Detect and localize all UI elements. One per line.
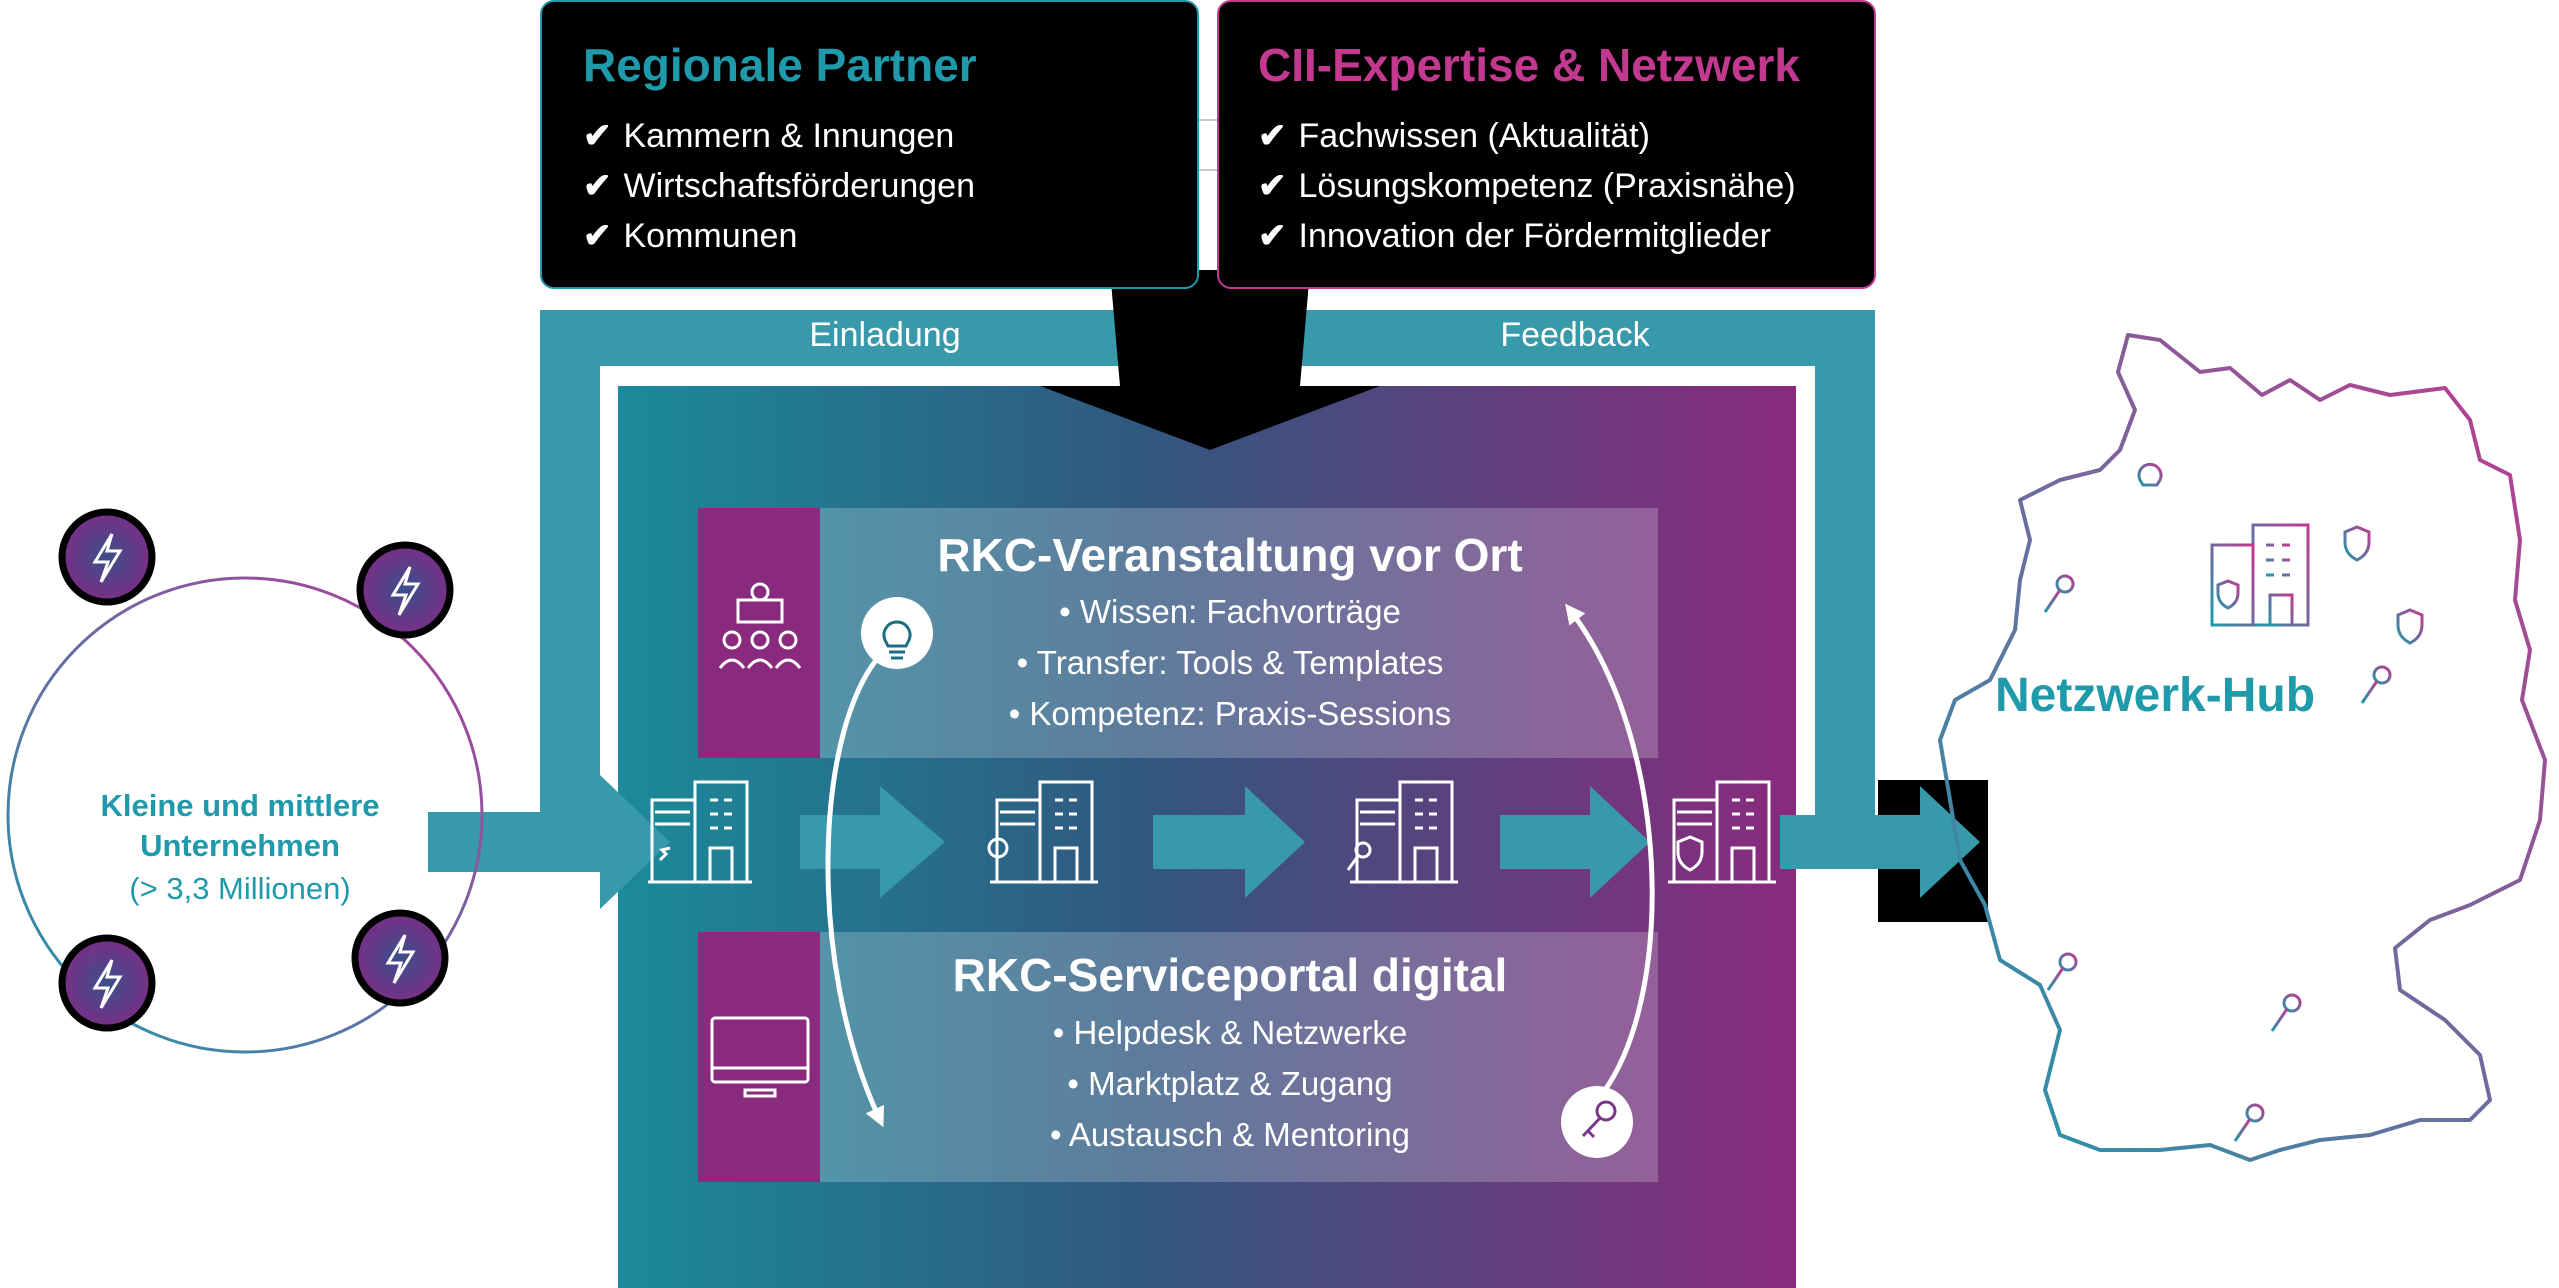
cycle-arrow-down xyxy=(825,648,887,1128)
cii-item-3: ✔Innovation der Fördermitglieder xyxy=(1258,217,1771,255)
map-shield-icon-2 xyxy=(2396,608,2424,645)
check-icon: ✔ xyxy=(583,217,612,255)
lightning-icon-4 xyxy=(351,909,449,1007)
map-key-icon-2 xyxy=(2360,665,2392,704)
map-key-icon-5 xyxy=(2233,1103,2265,1142)
building-icon-3 xyxy=(1346,780,1458,884)
building-icon-1 xyxy=(648,780,752,884)
building-icon-2 xyxy=(987,780,1098,884)
cycle-arrow-up xyxy=(1565,603,1655,1092)
regional-partner-box xyxy=(540,0,1199,289)
portal-bullet-3: • Austausch & Mentoring xyxy=(1049,1116,1411,1153)
check-icon: ✔ xyxy=(1258,117,1287,155)
flow-arrow-1 xyxy=(800,786,945,898)
event-bullet-2: • Transfer: Tools & Templates xyxy=(1016,644,1444,681)
regional-item-3: ✔Kommunen xyxy=(583,217,798,255)
sme-title-line2: Unternehmen xyxy=(140,828,340,863)
event-bullet-3: • Kompetenz: Praxis-Sessions xyxy=(1008,695,1452,732)
key-icon xyxy=(1561,1086,1633,1158)
map-lightbulb-icon xyxy=(2137,462,2163,494)
cii-expertise-box xyxy=(1217,0,1876,289)
check-icon: ✔ xyxy=(1258,167,1287,205)
regional-item-1: ✔Kammern & Innungen xyxy=(583,117,955,155)
map-key-icon-4 xyxy=(2270,993,2302,1032)
cii-item-2: ✔Lösungskompetenz (Praxisnähe) xyxy=(1258,167,1796,205)
audience-icon xyxy=(718,582,802,669)
event-panel xyxy=(698,508,1658,758)
portal-bullet-2: • Marktplatz & Zugang xyxy=(1067,1065,1393,1102)
netzwerk-hub-title: Netzwerk-Hub xyxy=(1995,669,2316,722)
building-icon-4 xyxy=(1668,780,1776,884)
map-shield-icon-1 xyxy=(2343,525,2371,562)
regional-partner-title: Regionale Partner xyxy=(583,39,977,91)
cii-item-1: ✔Fachwissen (Aktualität) xyxy=(1258,117,1650,155)
sme-count: (> 3,3 Millionen) xyxy=(129,871,351,906)
map-building-icon xyxy=(2205,523,2315,627)
funnel-arrow xyxy=(1040,270,1380,450)
lightning-icon-1 xyxy=(58,508,156,606)
lightning-icon-2 xyxy=(356,541,454,639)
monitor-icon xyxy=(710,1016,810,1098)
flow-arrow-3 xyxy=(1500,786,1650,898)
germany-map xyxy=(1938,333,2547,1162)
regional-item-2: ✔Wirtschaftsförderungen xyxy=(583,167,975,205)
lightning-icon-3 xyxy=(58,934,156,1032)
portal-icon-tile xyxy=(698,932,820,1182)
feedback-label: Feedback xyxy=(1500,316,1650,354)
cii-expertise-title: CII-Expertise & Netzwerk xyxy=(1258,39,1800,91)
flow-arrow-2 xyxy=(1153,786,1305,898)
event-title: RKC-Veranstaltung vor Ort xyxy=(937,529,1523,581)
exit-arrow xyxy=(1780,786,1980,898)
portal-bullet-1: • Helpdesk & Netzwerke xyxy=(1052,1014,1408,1051)
lightbulb-icon xyxy=(861,597,933,669)
check-icon: ✔ xyxy=(1258,217,1287,255)
sme-ring xyxy=(6,576,484,1054)
check-icon: ✔ xyxy=(583,167,612,205)
entry-arrow xyxy=(428,775,670,909)
portal-title: RKC-Serviceportal digital xyxy=(952,949,1508,1001)
map-key-icon-3 xyxy=(2046,952,2078,991)
map-key-icon-1 xyxy=(2043,574,2075,613)
check-icon: ✔ xyxy=(583,117,612,155)
einladung-label: Einladung xyxy=(809,316,961,354)
sme-title-line1: Kleine und mittlere xyxy=(100,788,380,823)
event-bullet-1: • Wissen: Fachvorträge xyxy=(1059,593,1401,630)
